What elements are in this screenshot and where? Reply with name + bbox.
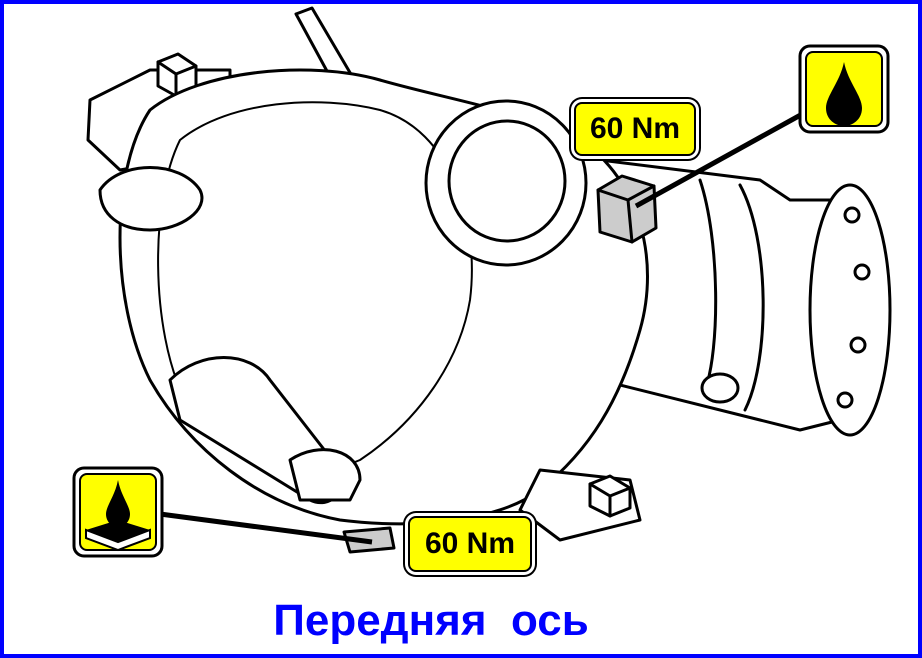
torque-label-fill-plug: 60 Nm: [574, 102, 696, 156]
output-flange: [808, 183, 892, 437]
housing-rib: [288, 448, 362, 502]
flange-hole-3: [849, 336, 867, 354]
torque-label-drain-plug: 60 Nm: [408, 516, 532, 572]
bolt-top-left: [156, 52, 198, 98]
oil-drain-pan-icon: [72, 466, 164, 558]
fill-plug: [596, 174, 658, 244]
flange-hole-4: [836, 391, 854, 409]
shaft-ridge: [698, 178, 718, 392]
bolt-bottom-right: [588, 474, 632, 518]
flange-hole-2: [853, 263, 871, 281]
cover-outline: [157, 101, 473, 473]
leader-line-fill: [634, 109, 808, 209]
mounting-ear-left: [98, 166, 204, 232]
oil-drop-icon: [798, 44, 890, 134]
input-port-inner: [447, 119, 567, 243]
bracket-hole: [700, 372, 740, 404]
flange-hole-1: [843, 206, 861, 224]
shaft-ridge: [738, 183, 765, 412]
diagram-caption: Передняя ось: [273, 596, 589, 645]
leader-line-drain: [159, 511, 373, 545]
